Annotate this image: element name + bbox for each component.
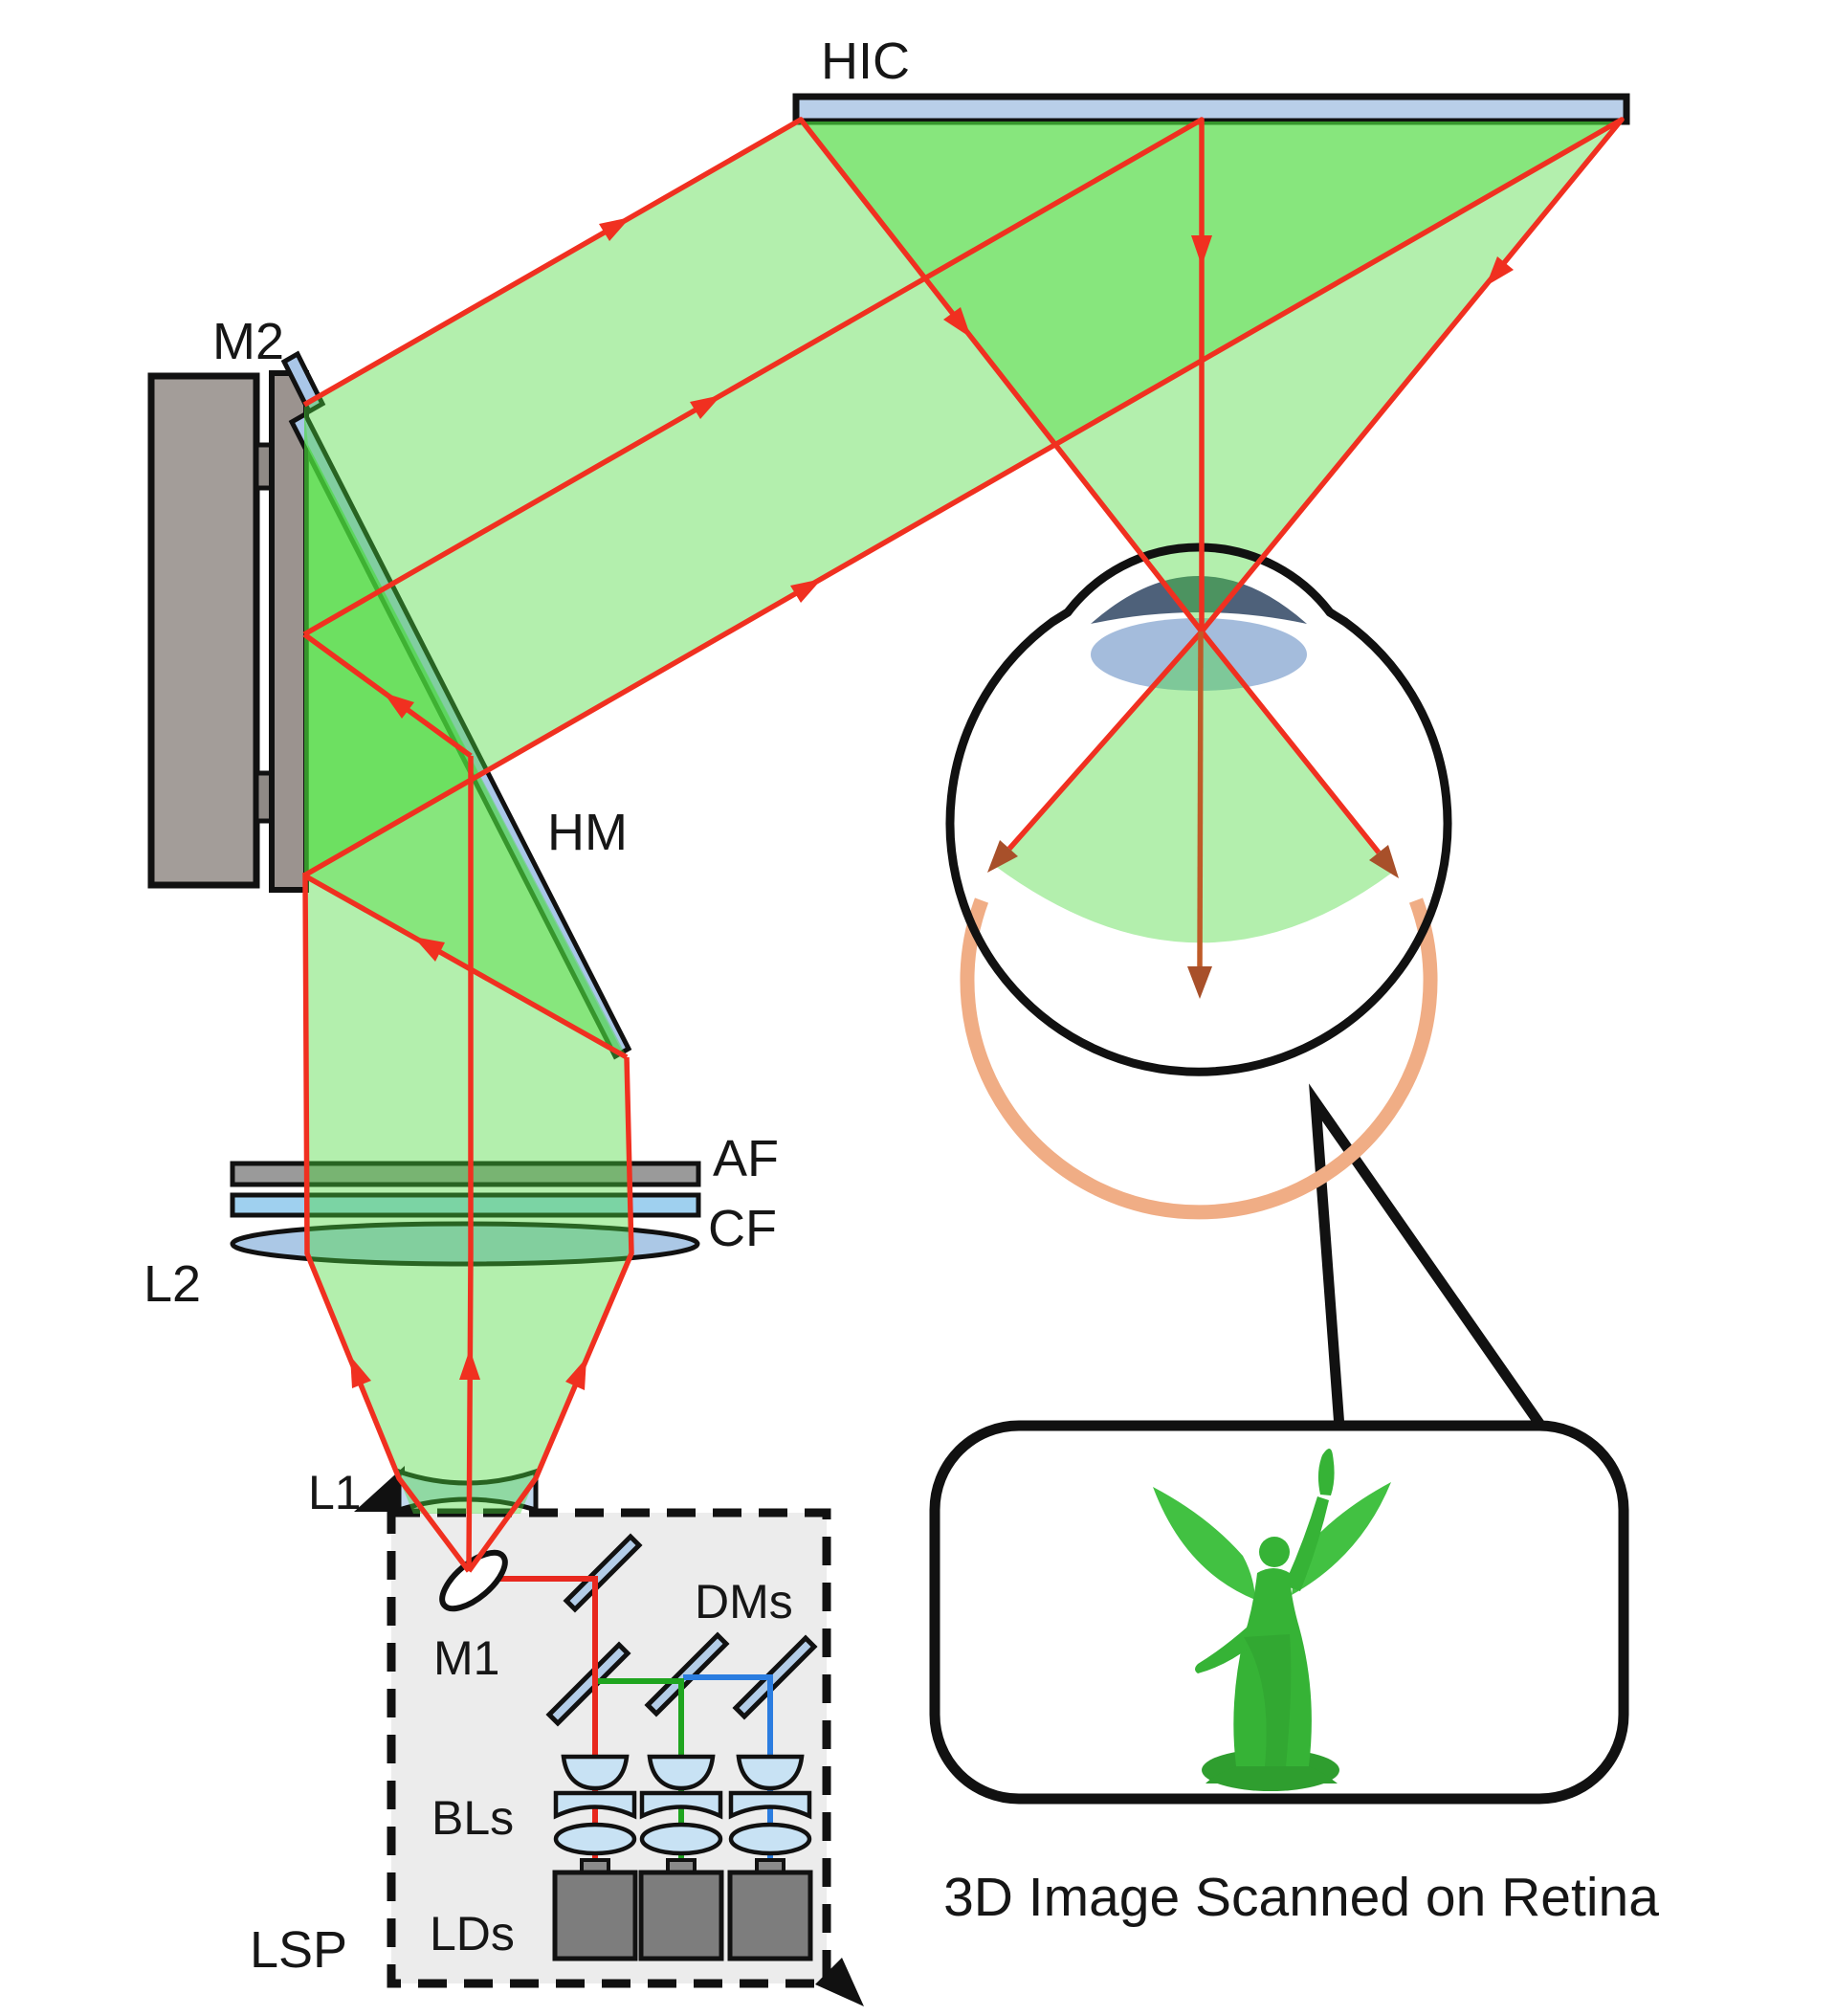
- label-cf: CF: [708, 1200, 777, 1257]
- arrow-retina-left-icon: [987, 840, 1018, 873]
- ray-hm-to-m2-low: [302, 873, 629, 1060]
- beam-lens-stack-blue: [728, 1754, 812, 1856]
- laser-diode-green: [638, 1870, 724, 1961]
- m2-mirror-assembly: [147, 350, 326, 893]
- dichroic-mirror-1: [545, 1641, 631, 1727]
- label-dms: DMs: [695, 1575, 793, 1628]
- label-m2: M2: [212, 313, 284, 370]
- half-mirror: [288, 410, 632, 1060]
- collimator-lens: [647, 1754, 716, 1791]
- retina-arc: [960, 897, 1438, 1220]
- beam-lens-stack-red: [553, 1754, 637, 1856]
- label-lsp: LSP: [250, 1921, 347, 1979]
- arrow-up-right-icon: [690, 395, 721, 419]
- speech-bubble: [929, 1083, 1629, 1805]
- beam-hic-to-pupil: [801, 122, 1622, 631]
- laser-diode-red: [552, 1870, 638, 1961]
- label-l2: L2: [144, 1255, 201, 1313]
- arrow-retina-right-icon: [1369, 845, 1399, 878]
- label-l1: L1: [308, 1466, 362, 1519]
- green-laser-beam: [595, 1678, 684, 1873]
- eye-iris-cornea: [1091, 576, 1307, 624]
- ray-bottom: [302, 117, 1625, 878]
- convex-lens: [553, 1822, 637, 1856]
- m2-mount-block: [147, 372, 260, 889]
- arrow-up-right-icon: [599, 217, 630, 241]
- beam-hm-to-m2: [304, 407, 627, 1060]
- arrow-up-icon: [565, 1358, 586, 1390]
- retina-arrowheads: [987, 840, 1399, 999]
- arrow-up-left-icon: [384, 693, 414, 719]
- convex-lens: [639, 1822, 723, 1856]
- label-af: AF: [713, 1130, 779, 1187]
- label-m1: M1: [433, 1631, 499, 1685]
- label-bls: BLs: [431, 1791, 514, 1845]
- arrow-retina-center-icon: [1187, 966, 1212, 999]
- collimator-lens: [736, 1754, 805, 1791]
- cf-filter-bar: [230, 1192, 701, 1218]
- ray-top: [302, 117, 1382, 854]
- concave-lens: [728, 1790, 812, 1820]
- eye-outline: [945, 543, 1452, 1076]
- l2-lens: [230, 1221, 700, 1267]
- caption-text: 3D Image Scanned on Retina: [943, 1867, 1659, 1928]
- beam-lens-stack-green: [639, 1754, 723, 1856]
- convex-lens: [728, 1822, 812, 1856]
- af-filter-bar: [230, 1161, 701, 1187]
- angel-statue-image: [1153, 1449, 1391, 1791]
- m2-mirror-bar: [269, 370, 309, 893]
- label-hic: HIC: [821, 33, 910, 90]
- concave-lens: [553, 1790, 637, 1820]
- l1-mount-triangle: [354, 1466, 405, 1512]
- lsp-corner-arrow-icon: [815, 1958, 864, 2006]
- beam-inside-eye: [995, 631, 1392, 943]
- ray-arrowheads: [350, 217, 1514, 1390]
- ray-center-vertical: [466, 756, 474, 1572]
- arrow-up-icon: [350, 1356, 371, 1388]
- laser-diode-blue: [727, 1870, 813, 1961]
- arrow-up-right-icon: [790, 579, 822, 603]
- hic-combiner-bar: [792, 93, 1630, 125]
- concave-lens: [639, 1790, 723, 1820]
- label-lds: LDs: [430, 1907, 515, 1961]
- collimator-lens: [561, 1754, 630, 1791]
- arrow-down-icon: [1191, 235, 1212, 266]
- lsp-internals: [439, 1533, 818, 1961]
- laser-diodes: [552, 1858, 813, 1961]
- ray-middle: [302, 117, 1205, 637]
- arrow-down-left-icon: [1486, 256, 1514, 286]
- label-hm: HM: [547, 804, 628, 861]
- ray-retina-center: [1197, 631, 1204, 967]
- arrow-up-left-icon: [413, 937, 445, 962]
- m1-scan-mirror: [439, 1549, 508, 1612]
- arrow-up-icon: [459, 1349, 480, 1380]
- arrow-down-right-icon: [943, 307, 971, 338]
